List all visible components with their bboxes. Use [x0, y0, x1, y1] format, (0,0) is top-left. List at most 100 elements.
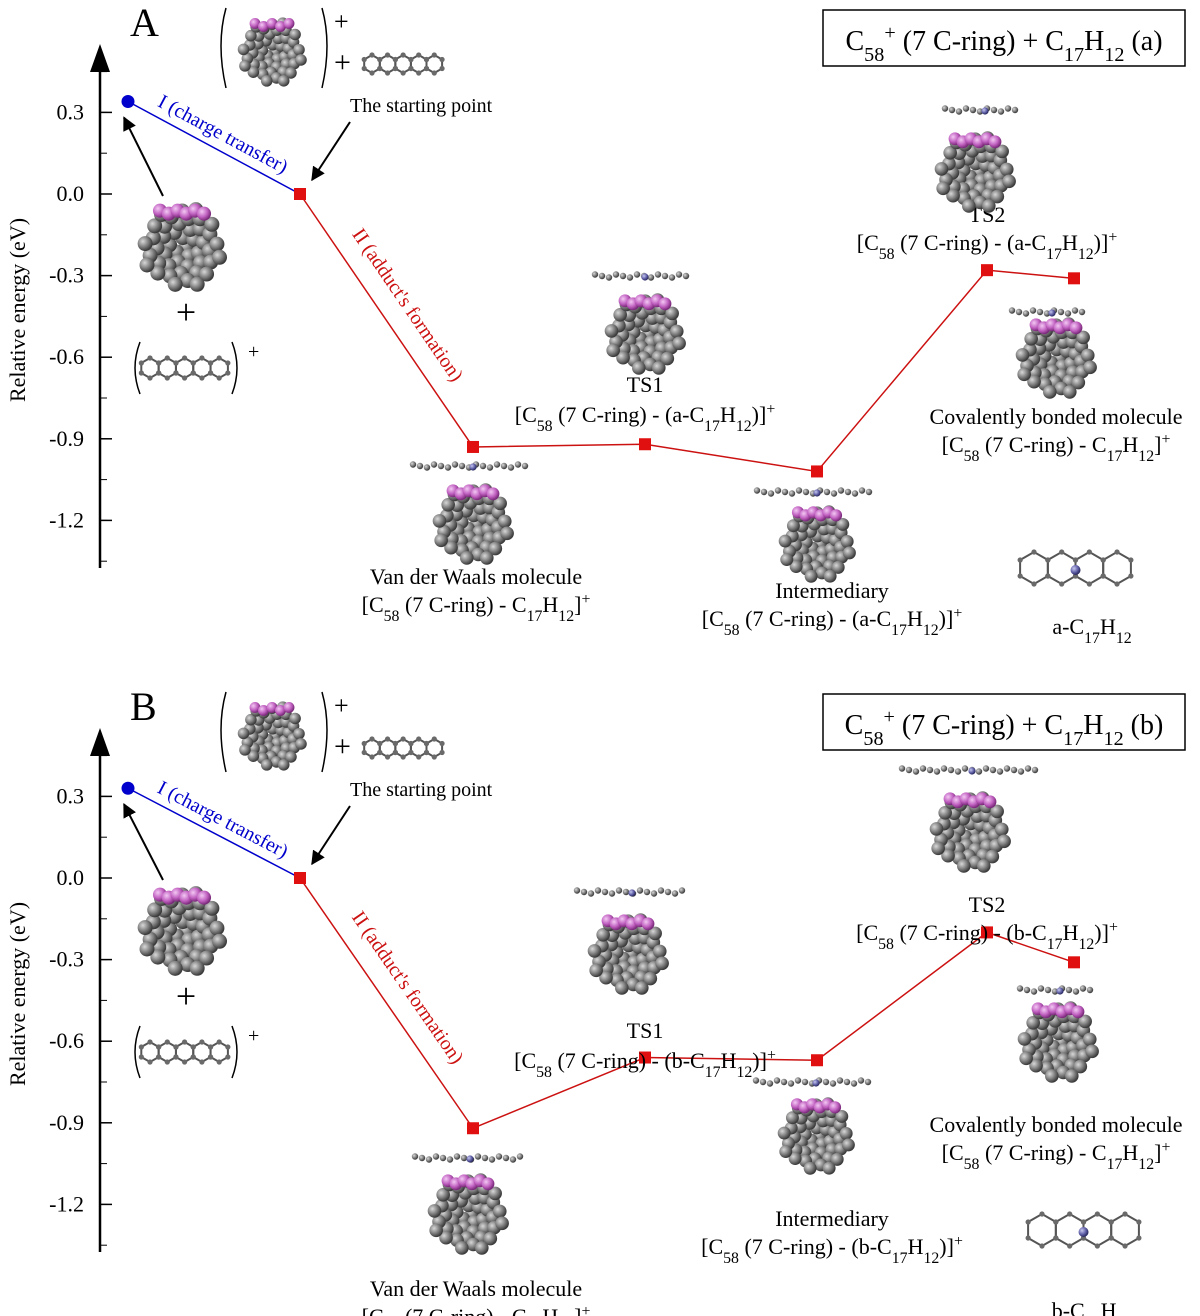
bracket-left [220, 7, 227, 89]
adduct-molecule-icon [941, 105, 1019, 115]
fullerene-icon [432, 483, 514, 565]
state-formula-ts2: [C58 (7 C-ring) - (a-C17H12)]+ [857, 229, 1118, 263]
y-tick-label: 0.0 [57, 181, 85, 206]
adduct-molecule-icon [409, 461, 529, 471]
y-tick-label: -0.9 [49, 426, 84, 451]
panel-letter: A [130, 0, 159, 45]
state-formula-ts1: [C58 (7 C-ring) - (b-C17H12)]+ [514, 1047, 776, 1081]
starting-point-arrow [311, 805, 351, 866]
state-formula-intermediary: [C58 (7 C-ring) - (b-C17H12)]+ [701, 1233, 963, 1267]
charge-plus: + [248, 1025, 259, 1047]
plus-sign: + [176, 976, 196, 1016]
charge-transfer-arrow [123, 116, 164, 197]
fullerene-icon [427, 1173, 509, 1255]
state-point [1068, 272, 1080, 285]
state-label-vdw: Van der Waals molecule [370, 564, 582, 589]
state-label-ts2: TS2 [969, 892, 1006, 917]
charge-transfer-line [127, 787, 301, 879]
fullerene-cation-icon [237, 17, 307, 87]
y-tick-label: 0.3 [57, 99, 85, 124]
bracket-left [134, 1025, 141, 1079]
adduct-molecule-icon [752, 1077, 872, 1087]
state-formula-ts1: [C58 (7 C-ring) - (a-C17H12)]+ [515, 401, 776, 435]
formation-line [299, 877, 474, 1129]
state-point [467, 440, 479, 453]
adduct-molecule-icon [573, 887, 686, 897]
state-label-covalent: Covalently bonded molecule [930, 404, 1183, 429]
adduct-molecule-icon [753, 487, 873, 497]
fullerene-icon [587, 913, 669, 995]
y-axis-arrowhead [90, 44, 110, 72]
panel-letter: B [130, 684, 157, 729]
plus-sign: + [334, 46, 351, 79]
state-formula-ts2: [C58 (7 C-ring) - (b-C17H12)]+ [856, 919, 1118, 953]
state-formula-vdw: [C58 (7 C-ring) - C17H12]+ [362, 1303, 591, 1316]
starting-point-label: The starting point [350, 95, 493, 117]
hydrocarbon-cation-icon [138, 355, 231, 381]
charge-transfer-point [121, 95, 135, 109]
pathway-line [472, 931, 1075, 1129]
fullerene-icon [934, 131, 1016, 213]
charge-plus: + [334, 691, 349, 720]
state-point [811, 1054, 823, 1067]
starting-point-marker [294, 188, 306, 200]
y-tick-label: -0.6 [49, 344, 84, 369]
state-formula-vdw: [C58 (7 C-ring) - C17H12]+ [362, 591, 591, 625]
starting-point-marker [294, 872, 306, 884]
y-axis-label: Relative energy (eV) [5, 218, 30, 402]
bracket-right [321, 7, 328, 89]
isomer-structure-icon [1017, 549, 1134, 587]
fullerene-cation-icon [237, 701, 307, 771]
formation-line [299, 193, 474, 448]
fullerene-icon [1015, 317, 1097, 399]
starting-point-arrow [311, 121, 351, 182]
adduct-molecule-icon [1008, 307, 1086, 317]
state-label-ts1: TS1 [627, 1018, 664, 1043]
plus-sign: + [176, 292, 196, 332]
title-box [822, 693, 1186, 751]
state-formula-intermediary: [C58 (7 C-ring) - (a-C17H12)]+ [702, 605, 963, 639]
state-point [1068, 956, 1080, 969]
charge-transfer-arrow [123, 802, 164, 881]
fullerene-icon [929, 791, 1011, 873]
adduct-molecule-icon [411, 1153, 524, 1163]
plus-sign: + [334, 730, 351, 763]
panel-a: A 0.3 0.0 -0.3 -0.6 -0.9 -1.2 Relative energy (… [5, 0, 1186, 647]
y-tick-label: -0.3 [49, 263, 84, 288]
panel-title: C58+ (7 C-ring) + C17H12 (a) [845, 22, 1162, 66]
y-tick-label: -1.2 [49, 1191, 84, 1216]
adduct-molecule-icon [898, 765, 1039, 775]
hydrocarbon-cation-icon [138, 1039, 231, 1065]
charge-plus: + [334, 7, 349, 36]
charge-transfer-line [127, 100, 301, 195]
y-axis-arrowhead [90, 728, 110, 756]
panel-title: C58+ (7 C-ring) + C17H12 (b) [845, 706, 1164, 750]
formation-label: II (adduct's formation) [348, 225, 468, 386]
state-point [639, 438, 651, 451]
bracket-right [321, 691, 328, 773]
fullerene-icon [777, 1097, 855, 1175]
y-tick-label: -1.2 [49, 507, 84, 532]
fullerene-icon [137, 202, 228, 292]
state-label-covalent: Covalently bonded molecule [930, 1112, 1183, 1137]
isomer-label: b-C17H12 [1052, 1298, 1133, 1316]
y-axis-label: Relative energy (eV) [5, 902, 30, 1086]
starting-point-label: The starting point [350, 779, 493, 801]
state-label-intermediary: Intermediary [775, 1206, 889, 1231]
charge-transfer-label: I (charge transfer) [154, 91, 291, 179]
y-tick-label: -0.3 [49, 947, 84, 972]
formation-label: II (adduct's formation) [347, 907, 468, 1068]
isomer-structure-icon [1025, 1211, 1142, 1249]
state-formula-covalent: [C58 (7 C-ring) - C17H12]+ [942, 431, 1171, 465]
adduct-molecule-icon [591, 271, 690, 281]
title-box [822, 9, 1186, 67]
bracket-right [231, 341, 238, 395]
hydrocarbon-icon [361, 736, 445, 760]
charge-transfer-point [121, 781, 135, 795]
y-tick-label: 0.0 [57, 865, 85, 890]
state-formula-covalent: [C58 (7 C-ring) - C17H12]+ [942, 1139, 1171, 1173]
fullerene-icon [1017, 1001, 1099, 1083]
state-point [811, 465, 823, 478]
